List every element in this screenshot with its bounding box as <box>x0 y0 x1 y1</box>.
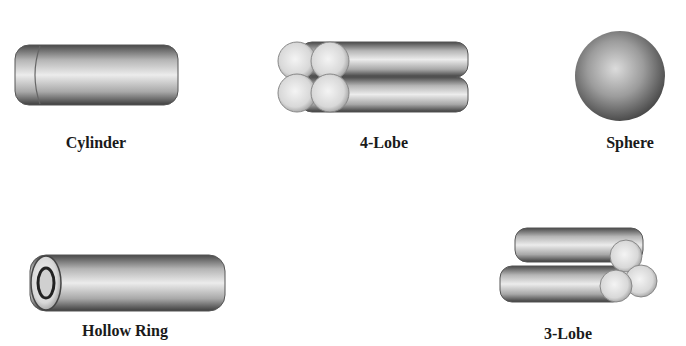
hollow-ring-pellet <box>30 255 225 311</box>
cylinder-pellet <box>15 45 178 105</box>
shape-label: 4-Lobe <box>360 134 408 152</box>
three-lobe-pellet <box>500 228 657 302</box>
shape-label: Hollow Ring <box>82 322 168 340</box>
shape-label: Sphere <box>606 134 654 152</box>
shape-label: Cylinder <box>66 134 126 152</box>
shape-label: 3-Lobe <box>544 325 592 343</box>
sphere-pellet <box>575 31 665 121</box>
four-lobe-pellet <box>278 42 468 112</box>
